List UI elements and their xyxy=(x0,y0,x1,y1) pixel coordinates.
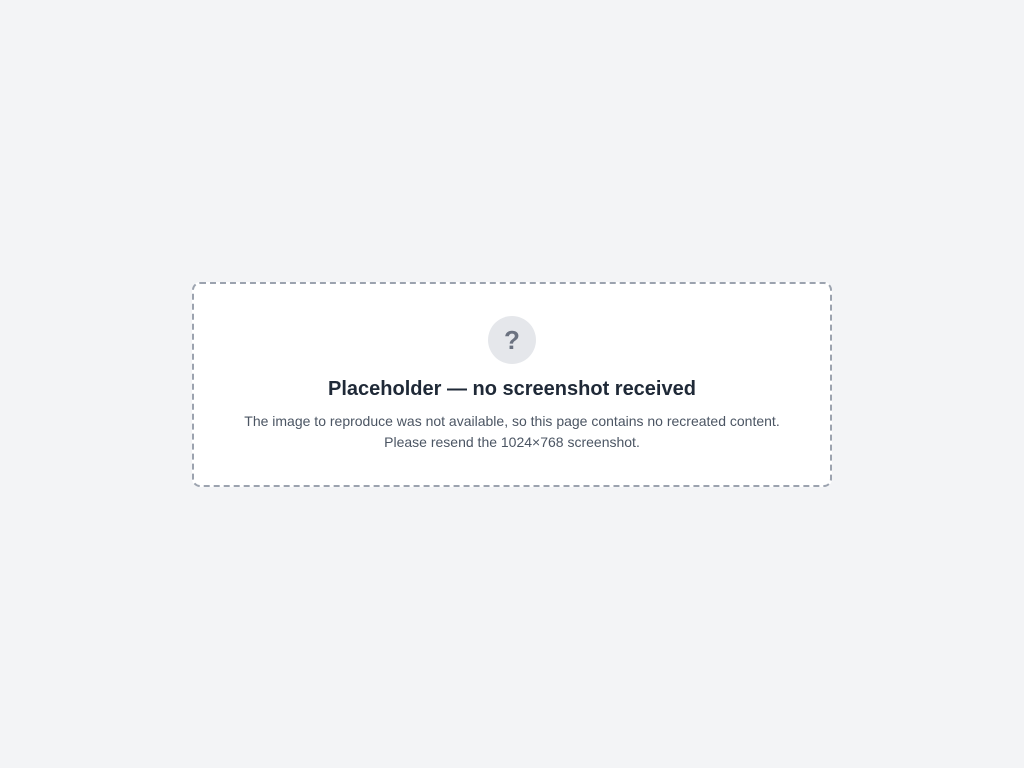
missing-image-icon: ? xyxy=(488,315,536,364)
placeholder-message: The image to reproduce was not available… xyxy=(244,412,780,450)
placeholder-panel: ? Placeholder — no screenshot received T… xyxy=(192,281,832,487)
placeholder-title: Placeholder — no screenshot received xyxy=(328,377,696,400)
